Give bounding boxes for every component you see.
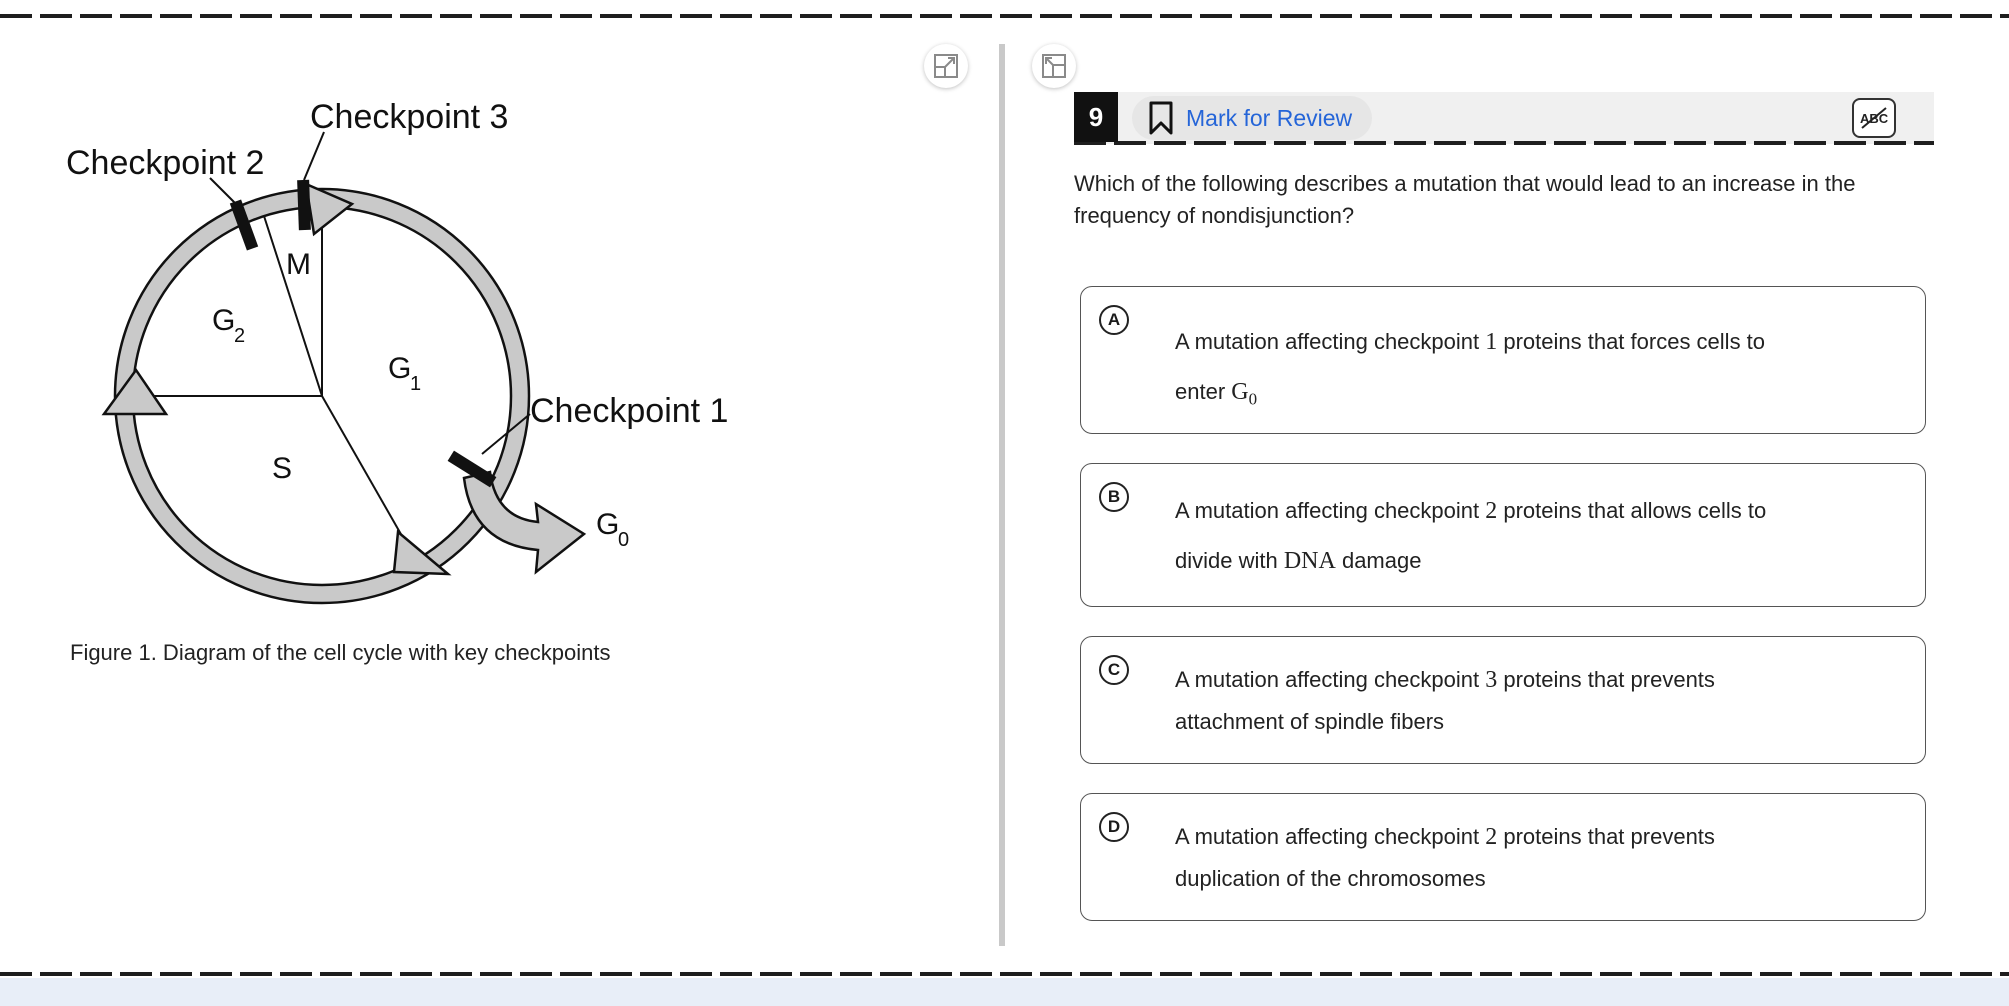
- arrowhead: [101, 367, 169, 416]
- footer-band: [0, 978, 2009, 1006]
- svg-text:G: G: [596, 508, 619, 541]
- collapse-icon: [1042, 54, 1066, 78]
- choice-text-d: A mutation affecting checkpoint 2 protei…: [1175, 824, 1715, 891]
- checkpoint-3-label: Checkpoint 3: [310, 98, 508, 136]
- g0-exit-arrow: [462, 470, 587, 575]
- header-dashed-divider: [1074, 141, 1934, 145]
- answer-choice-b[interactable]: B A mutation affecting checkpoint 2 prot…: [1080, 463, 1926, 607]
- cell-cycle-diagram: Checkpoint 2 Checkpoint 3 Checkpoint 1 M…: [66, 98, 728, 605]
- choice-letter-d: D: [1099, 812, 1129, 842]
- choice-text-a: A mutation affecting checkpoint 1 protei…: [1175, 329, 1766, 409]
- figure-caption: Figure 1. Diagram of the cell cycle with…: [70, 640, 611, 665]
- sector-line: [263, 215, 323, 397]
- svg-text:2: 2: [234, 325, 245, 347]
- choice-letter-b: B: [1099, 482, 1129, 512]
- question-text: Which of the following describes a mutat…: [1074, 171, 1856, 228]
- svg-text:G: G: [388, 352, 411, 385]
- arrowhead: [392, 529, 452, 576]
- mark-for-review-label: Mark for Review: [1186, 104, 1353, 131]
- answer-choice-a[interactable]: A A mutation affecting checkpoint 1 prot…: [1080, 286, 1926, 434]
- checkpoint-2-label: Checkpoint 2: [66, 144, 264, 182]
- bottom-dashed-border: [0, 972, 2009, 976]
- svg-text:1: 1: [410, 373, 421, 395]
- answer-choice-c[interactable]: C A mutation affecting checkpoint 3 prot…: [1080, 636, 1926, 764]
- phase-s-label: S: [272, 452, 292, 485]
- phase-g0-label: G 0: [596, 508, 629, 551]
- answer-eliminator-button[interactable]: ABC: [1852, 98, 1896, 138]
- checkpoint-2-bar: [229, 199, 259, 251]
- question-number: 9: [1074, 92, 1118, 142]
- bookmark-icon: [1149, 101, 1173, 135]
- choice-letter-a: A: [1099, 305, 1129, 335]
- phase-m-label: M: [286, 248, 311, 281]
- checkpoint-1-bar: [447, 450, 497, 488]
- phase-g1-label: G 1: [388, 352, 421, 395]
- checkpoint-3-bar: [297, 179, 311, 231]
- phase-g2-label: G 2: [212, 304, 245, 347]
- svg-text:G: G: [212, 304, 235, 337]
- expand-right-pane-button[interactable]: [1032, 44, 1076, 88]
- top-dashed-border: [0, 14, 2009, 18]
- expand-left-pane-button[interactable]: [924, 44, 968, 88]
- abc-strikethrough-icon: ABC: [1860, 107, 1889, 129]
- choice-text-b: A mutation affecting checkpoint 2 protei…: [1175, 498, 1767, 574]
- checkpoint-1-label: Checkpoint 1: [530, 392, 728, 430]
- pane-divider[interactable]: [999, 44, 1005, 946]
- svg-text:0: 0: [618, 529, 629, 551]
- answer-choice-d[interactable]: D A mutation affecting checkpoint 2 prot…: [1080, 793, 1926, 921]
- choice-letter-c: C: [1099, 655, 1129, 685]
- choice-text-c: A mutation affecting checkpoint 3 protei…: [1175, 667, 1715, 734]
- mark-for-review-button[interactable]: Mark for Review: [1132, 96, 1373, 140]
- expand-icon: [934, 54, 958, 78]
